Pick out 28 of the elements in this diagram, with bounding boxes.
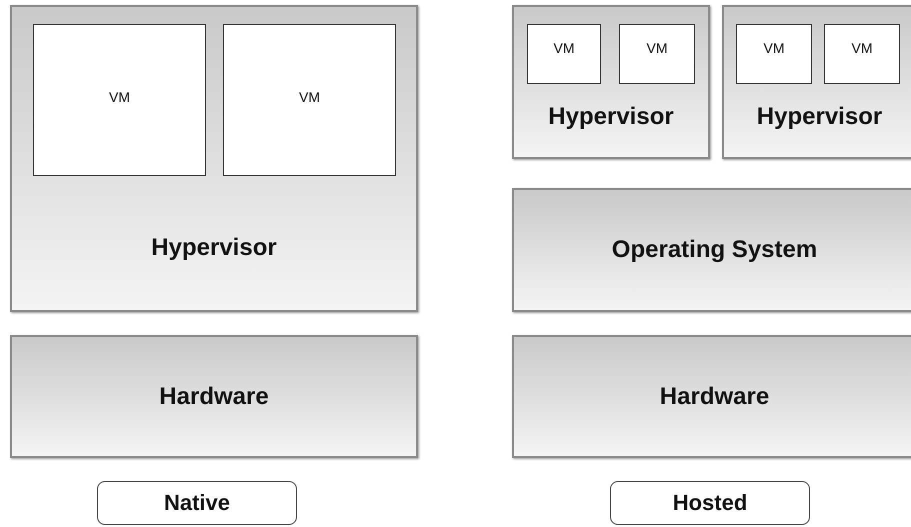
vm-box: [736, 24, 812, 84]
vm-label: VM: [108, 89, 131, 105]
vm-label: VM: [298, 89, 321, 105]
layer-label: Hosted: [672, 490, 748, 516]
layer-label: Hardware: [658, 382, 770, 410]
caption-tag: [97, 481, 297, 525]
layer-label: Hypervisor: [547, 103, 675, 131]
vm-box: [824, 24, 900, 84]
vm-box: [619, 24, 695, 84]
layer-box: [512, 335, 911, 458]
vm-label: VM: [646, 40, 668, 56]
layer-box: [512, 5, 710, 159]
layer-box: [10, 5, 418, 312]
vm-label: VM: [762, 40, 786, 56]
layer-box: [10, 335, 418, 458]
layer-box: [722, 5, 911, 159]
vm-label: VM: [552, 40, 576, 56]
vm-box: [223, 24, 396, 176]
layer-label: Operating System: [610, 236, 818, 264]
caption-tag: [610, 481, 810, 525]
layer-box: [512, 188, 911, 312]
vm-box: [527, 24, 601, 84]
vm-label: VM: [850, 40, 874, 56]
layer-label: Hypervisor: [150, 234, 278, 262]
vm-box: [33, 24, 206, 176]
layer-label: Hardware: [158, 382, 270, 410]
layer-label: Hypervisor: [756, 103, 884, 131]
layer-label: Native: [162, 490, 232, 516]
